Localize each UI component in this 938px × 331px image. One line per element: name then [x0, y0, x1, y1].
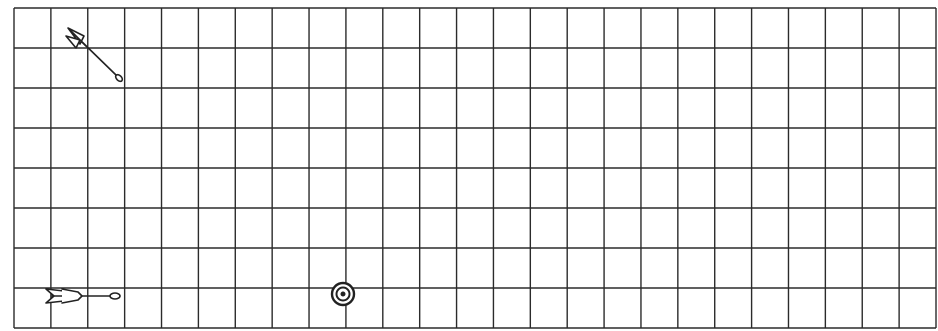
target-icon [332, 283, 354, 305]
horizontal-arrow-icon [46, 289, 120, 303]
grid-lines [14, 8, 936, 328]
diagonal-arrow-icon [66, 28, 124, 83]
